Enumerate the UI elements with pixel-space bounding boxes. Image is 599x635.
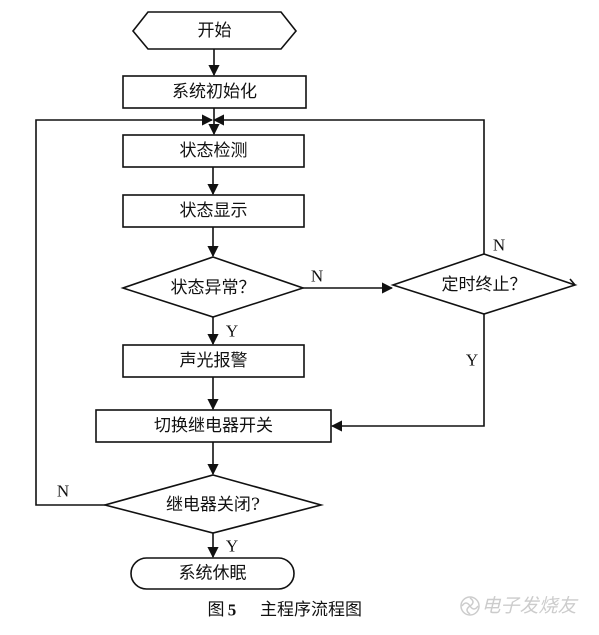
detect-process: 状态检测 xyxy=(122,134,305,168)
display-label: 状态显示 xyxy=(180,201,248,221)
label-abnormal-no: N xyxy=(311,267,323,286)
watermark-text: 电子发烧友 xyxy=(481,595,578,617)
sleep-terminal: 系统休眠 xyxy=(130,557,295,590)
caption-figure-number: 5 xyxy=(228,601,237,620)
abnormal-label: 状态异常？ xyxy=(171,278,256,298)
switch-relay-label: 切换继电器开关 xyxy=(154,416,273,436)
start-label: 开始 xyxy=(198,21,232,41)
edge-relay-no-loop xyxy=(35,114,214,506)
init-label: 系统初始化 xyxy=(172,82,257,102)
alarm-process: 声光报警 xyxy=(122,344,305,378)
timeout-decision: 定时终止？ xyxy=(390,253,578,315)
timeout-corner-tick xyxy=(569,278,576,286)
sleep-label: 系统休眠 xyxy=(179,564,247,584)
timeout-label: 定时终止？ xyxy=(442,275,527,295)
edge-timeout-no-loop xyxy=(212,114,485,254)
caption-title: 主程序流程图 xyxy=(260,600,362,620)
caption-figure-label: 图 xyxy=(208,600,225,620)
label-relay-yes: Y xyxy=(226,537,238,556)
abnormal-decision: 状态异常？ xyxy=(120,256,306,318)
figure-caption: 图 5 主程序流程图 xyxy=(208,600,363,620)
label-abnormal-yes: Y xyxy=(226,322,238,341)
init-process: 系统初始化 xyxy=(122,75,307,109)
watermark: 电子发烧友 xyxy=(460,595,578,617)
alarm-label: 声光报警 xyxy=(180,351,248,371)
relay-closed-decision: 继电器关闭? xyxy=(101,474,325,534)
label-relay-no: N xyxy=(57,482,69,501)
pinwheel-logo-icon xyxy=(460,596,480,616)
label-timeout-yes: Y xyxy=(466,351,478,370)
label-timeout-no: N xyxy=(493,236,505,255)
edge-timeout-yes-to-switch xyxy=(330,314,485,432)
start-node: 开始 xyxy=(131,11,298,50)
display-process: 状态显示 xyxy=(122,194,305,228)
switch-relay-process: 切换继电器开关 xyxy=(95,409,332,443)
relay-closed-label: 继电器关闭? xyxy=(166,495,260,515)
detect-label: 状态检测 xyxy=(180,141,248,161)
